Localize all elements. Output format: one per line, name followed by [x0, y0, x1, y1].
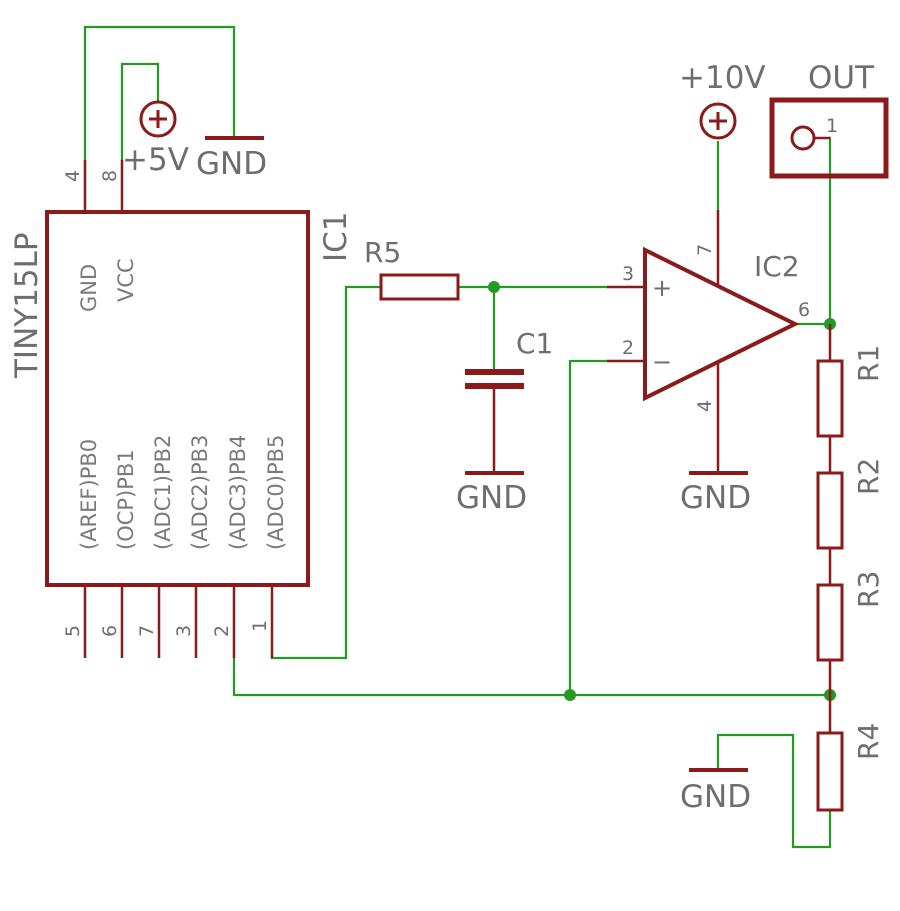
resistor-r1-label: R1: [852, 345, 885, 382]
opamp-ic2-pin-4-number: 4: [694, 400, 716, 412]
supply-10v-icon: [699, 102, 737, 140]
supply-5v-icon: [139, 100, 177, 138]
resistor-r4-body: [816, 731, 844, 812]
wire-ic1-vcc: [120, 62, 160, 162]
opamp-ic2-label: IC2: [754, 250, 800, 283]
opamp-ic2: + − 3 2 6 7 4 IC2: [607, 210, 810, 473]
opamp-ic2-pin-7-number: 7: [694, 244, 716, 256]
resistor-r2-body: [816, 471, 844, 550]
opamp-ic2-plus-sign: +: [652, 274, 672, 302]
resistor-r5: R5: [364, 236, 460, 301]
ic1-pin-pb5-label: (ADC0)PB5: [264, 435, 288, 550]
resistor-r5-body: [379, 273, 460, 301]
ic1-pin-1-number: 1: [249, 620, 271, 632]
wire-pb4-feedback: [232, 656, 832, 697]
ic1-pin-gnd-label: GND: [77, 264, 101, 312]
gnd-c1-label: GND: [456, 480, 527, 516]
junction-feedback-left: [564, 689, 576, 701]
supply-5v: +5V: [122, 100, 189, 178]
ic1-value-label: TINY15LP: [9, 232, 45, 379]
wires: [83, 25, 832, 849]
resistor-r4-label: R4: [852, 723, 885, 760]
opamp-ic2-minus-sign: −: [652, 348, 672, 376]
gnd-ic1-label: GND: [196, 146, 267, 182]
connector-out: 1 OUT: [769, 60, 889, 179]
opamp-ic2-pin-2-number: 2: [622, 337, 634, 359]
gnd-ic1: GND: [196, 136, 267, 182]
wire-r4-gnd: [716, 733, 832, 849]
ic1-pin-8-number: 8: [99, 170, 121, 182]
capacitor-c1-label: C1: [516, 327, 553, 360]
ic1-pin-vcc-label: VCC: [114, 258, 138, 302]
ic1-pin-pb3-label: (ADC2)PB3: [188, 435, 212, 550]
ic1-pin-pb1-label: (OCP)PB1: [114, 449, 138, 550]
ic1: 4 8 GND VCC 5 6 7 3 2 1 (AREF)PB0 (OCP)P…: [9, 160, 354, 658]
connector-out-label: OUT: [808, 60, 875, 96]
wire-pb5-r5: [270, 285, 383, 660]
wire-inv-feedback: [568, 359, 609, 697]
ic1-pin-pb0-label: (AREF)PB0: [77, 439, 101, 550]
resistor-r3-label: R3: [852, 571, 885, 608]
connector-out-pad-icon: [790, 125, 816, 151]
junction-r5-c1: [488, 281, 500, 293]
ic1-pin-pb4-label: (ADC3)PB4: [226, 435, 250, 550]
opamp-ic2-pin-3-number: 3: [622, 263, 634, 285]
opamp-ic2-pin-6-number: 6: [798, 299, 810, 321]
ic1-pin-2-number: 2: [211, 625, 233, 637]
resistor-r3-body: [816, 583, 844, 662]
ic1-body: [45, 210, 310, 587]
capacitor-c1: C1: [465, 327, 553, 473]
gnd-ic2-label: GND: [680, 480, 751, 516]
resistor-r1-body: [816, 359, 844, 438]
ic1-pin-4-number: 4: [62, 170, 84, 182]
gnd-c1: GND: [456, 471, 527, 516]
resistor-r2-label: R2: [852, 458, 885, 495]
gnd-ic2: GND: [680, 471, 751, 516]
ic1-pin-3-number: 3: [173, 625, 195, 637]
connector-out-body: [769, 97, 889, 179]
supply-10v-label: +10V: [679, 60, 766, 96]
ic1-pin-5-number: 5: [62, 625, 84, 637]
ic1-name-label: IC1: [318, 211, 354, 262]
gnd-r4-label: GND: [680, 779, 751, 815]
connector-out-pin-number: 1: [826, 115, 838, 137]
ic1-pin-6-number: 6: [99, 625, 121, 637]
supply-5v-label: +5V: [122, 142, 189, 178]
supply-10v: +10V: [679, 60, 766, 140]
ic1-pin-7-number: 7: [136, 625, 158, 637]
resistor-r5-label: R5: [364, 236, 401, 269]
resistor-chain: R1 R2 R3 R4: [816, 324, 885, 812]
opamp-ic2-triangle: [643, 246, 800, 402]
ic1-pin-pb2-label: (ADC1)PB2: [151, 435, 175, 550]
wire-ic1-gnd: [83, 25, 236, 162]
gnd-r4: GND: [680, 768, 751, 815]
